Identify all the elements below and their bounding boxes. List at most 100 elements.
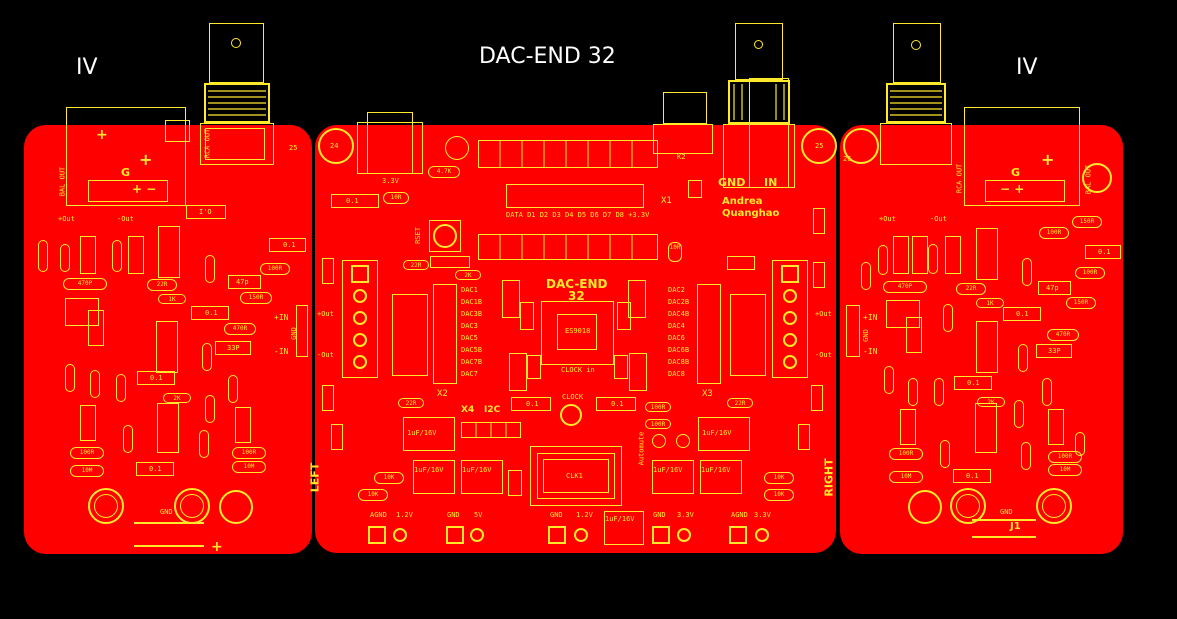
power-5v-left: 5V	[474, 511, 483, 519]
main-r-100r-a: 100R	[645, 402, 671, 412]
left-io-block	[186, 205, 226, 219]
main-cap-c11	[403, 417, 455, 451]
main-c16-val: 1uF/16V	[701, 466, 731, 474]
main-cap-c22	[331, 194, 379, 208]
left-01c-val: 0.1	[149, 465, 162, 473]
right-cap-c8	[1048, 409, 1064, 445]
left-bal-inner	[88, 180, 168, 202]
left-bal-g: G	[121, 166, 131, 179]
right-res-r18	[943, 304, 953, 332]
main-right-out-pad-4	[783, 333, 797, 347]
right-elcap-c1-inner	[956, 494, 980, 518]
main-k2-body	[653, 124, 713, 154]
right-iv-label: IV	[1016, 55, 1038, 80]
main-cap-rt-b	[813, 208, 825, 234]
right-j1-line1	[972, 519, 1036, 521]
main-clock-test	[560, 404, 582, 426]
main-left-out-header	[342, 260, 378, 378]
power-agnd-right: AGND	[731, 511, 748, 519]
right-01c-val: 0.1	[966, 472, 979, 480]
main-data-row: DATA D1 D2 D3 D4 D5 D6 D7 D8 +3.3V	[506, 211, 650, 219]
left-01b-val: 0.1	[150, 374, 163, 382]
main-author-2: Quanghao	[722, 208, 780, 219]
right-cap-01a	[1003, 307, 1041, 321]
left-cap-33p	[88, 310, 104, 346]
main-c12-val: 1uF/16V	[414, 466, 444, 474]
left-r-10m: 10M	[70, 465, 104, 477]
right-33p-val: 33P	[1048, 347, 1061, 355]
right-cap-33p-b	[1036, 344, 1072, 358]
right-plus-out: +Out	[879, 215, 896, 223]
main-r-10k-c: 10K	[764, 472, 794, 484]
main-cap-rt-e	[798, 424, 810, 450]
dac-right-6: DAC8B	[668, 358, 690, 366]
main-c14-val: 1uF/16V	[605, 515, 635, 523]
main-cap-c9	[617, 302, 631, 330]
main-pad-agnd-l	[368, 526, 386, 544]
dac-right-0: DAC2	[668, 286, 685, 294]
right-r-150r-top: 150R	[1072, 216, 1102, 228]
main-es9018-chip	[541, 301, 614, 365]
main-c6-val: 0.1	[611, 400, 624, 408]
right-cap-47p-b	[1038, 281, 1071, 295]
power-33v-right2: 3.3V	[754, 511, 771, 519]
right-res-r7	[878, 245, 888, 275]
main-cap-c5	[511, 397, 551, 411]
main-dac-right-list: DAC2 DAC2B DAC4B DAC4 DAC6 DAC6B DAC8B D…	[668, 287, 689, 383]
right-gnd-bottom: GND	[1000, 508, 1013, 516]
right-corner-26: 26	[843, 155, 852, 163]
right-j1-line2	[972, 536, 1036, 538]
main-elcap-c25	[445, 136, 469, 160]
left-cap-01a	[191, 306, 229, 320]
left-bal-minus: + −	[132, 182, 157, 196]
left-ic-u1	[158, 226, 180, 278]
right-cap-33p-a	[906, 317, 922, 353]
left-rca-barrel	[204, 83, 270, 123]
right-res-r2	[940, 440, 950, 468]
right-01b-val: 0.1	[967, 379, 980, 387]
main-dac-left-list: DAC1 DAC1B DAC3B DAC3 DAC5 DAC5B DAC7B D…	[461, 287, 482, 383]
main-pad-gnd-33	[652, 526, 670, 544]
right-input-header	[846, 305, 860, 357]
main-clk1-oscillator	[530, 446, 622, 506]
left-res-r14	[202, 343, 212, 371]
left-rca-connector	[209, 23, 264, 83]
main-cap-1uf-b	[628, 280, 646, 318]
right-res-r4	[1021, 442, 1031, 470]
left-rca-body	[200, 123, 274, 165]
dac-left-1: DAC1B	[461, 298, 483, 306]
left-res-r8	[116, 374, 126, 402]
main-hole-tl-label: 24	[330, 142, 339, 150]
left-c11-val: 0.1	[283, 241, 296, 249]
right-cap-470p	[893, 236, 909, 274]
main-left-label: LEFT	[308, 462, 322, 493]
right-bal-inner	[985, 180, 1065, 202]
left-r-470p: 470P	[63, 278, 107, 290]
main-right-out-pad-1	[781, 265, 799, 283]
main-x4-label: X4	[461, 405, 475, 415]
right-elcap-c2	[1036, 488, 1072, 524]
main-mid-res-dividers	[499, 234, 633, 260]
main-cap-c2	[520, 302, 534, 330]
left-res-r24	[205, 255, 215, 283]
main-pad-agnd-r	[729, 526, 747, 544]
right-47p-val: 47p	[1046, 284, 1059, 292]
right-res-r5	[1014, 400, 1024, 428]
left-plus-out: +Out	[58, 215, 75, 223]
main-cap-c7	[614, 355, 628, 379]
right-minus-in: -IN	[863, 347, 878, 356]
left-res-r13	[228, 375, 238, 403]
main-r-22r-a: 22R	[403, 260, 429, 270]
power-gnd-left: GND	[447, 511, 460, 519]
right-res-r10	[884, 366, 894, 394]
main-led-d2	[676, 434, 690, 448]
right-rca-connector	[893, 23, 941, 83]
right-res-r15	[861, 262, 871, 290]
left-j1-line1	[134, 522, 204, 524]
right-r-470p: 470P	[883, 281, 927, 293]
right-mount-hole	[908, 490, 942, 524]
main-cap-1uf-d	[629, 353, 647, 391]
page-title: DAC-END 32	[479, 44, 616, 69]
power-agnd-left: AGND	[370, 511, 387, 519]
dac-right-2: DAC4B	[668, 310, 690, 318]
